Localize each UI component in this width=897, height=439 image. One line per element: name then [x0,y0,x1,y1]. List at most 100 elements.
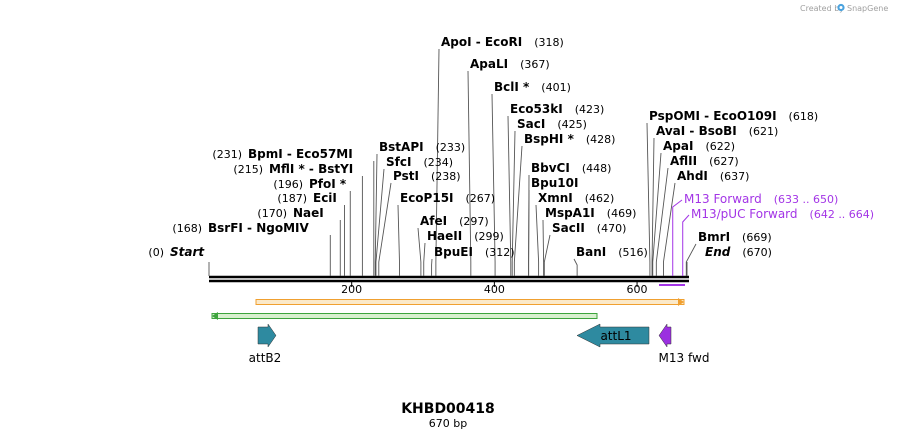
axis-tick-label: 600 [627,283,648,296]
map-title: KHBD00418 [401,401,495,417]
enzyme-name: NaeI [293,206,324,220]
site-label: BsrFI - NgoMIV(168) [172,221,309,235]
primer-position: (633 .. 650) [774,193,839,206]
site-label: BbvCI(448) [531,161,611,175]
site-position: (622) [705,140,735,153]
enzyme-name: EcoP15I [400,191,454,205]
site-position: (428) [586,133,616,146]
site-leader [655,167,669,276]
site-leaders [208,48,697,276]
site-position: (425) [557,118,587,131]
site-leader [543,234,551,276]
enzyme-name: HaeII [427,229,462,243]
primer-name: M13 Forward [684,192,762,206]
feature-label: M13 fwd [659,351,710,365]
axis-tick-label: 200 [341,283,362,296]
enzyme-name: BmrI [698,230,730,244]
enzyme-name: BpmI - Eco57MI [248,147,353,161]
site-leader [378,182,392,276]
site-label: PfoI *(196) [273,177,346,191]
site-label: BpmI - Eco57MI(231) [212,147,352,161]
site-labels: Start (0) BsrFI - NgoMIV(168)NaeI (170) EciI… [148,35,818,259]
site-label: PspOMI - EcoO109I(618) [649,109,818,123]
site-leader [535,204,540,276]
site-label: AvaI - BsoBI(621) [656,124,778,138]
enzyme-name: AfeI [420,214,447,228]
site-label: EciI (187) [277,191,336,205]
feature-arrow[interactable] [658,323,672,348]
site-leader [573,258,578,276]
site-label: PstI(238) [393,169,461,183]
site-leader [467,70,472,276]
enzyme-name: EciI [313,191,337,205]
enzyme-name: ApaLI [470,57,508,71]
enzyme-name: PfoI * [309,177,347,191]
site-leader [397,204,400,276]
site-position: (669) [742,231,772,244]
primer-labels: M13 Forward (633 .. 650)M13/pUC Forward (6… [659,192,874,286]
site-label: MflI * - BstYI(215) [233,162,353,176]
feature-attb2[interactable]: attB2 [249,323,282,365]
site-position: (462) [585,192,615,205]
site-label: BstAPI(233) [379,140,465,154]
axis-ticks: 200 400 600 [341,282,648,296]
site-position: (0) [148,246,164,259]
site-leader [652,152,662,276]
site-position: (267) [466,192,496,205]
site-label: ApoI - EcoRI(318) [441,35,564,49]
site-label: Start (0) [148,245,205,259]
site-label: AhdI(637) [677,169,749,183]
feature-attl1[interactable]: attL1 [576,323,650,348]
enzyme-name: SacI [517,117,545,131]
site-position: (621) [749,125,779,138]
site-label: AflII(627) [670,154,739,168]
site-position: (297) [459,215,489,228]
primer-leader [672,199,683,276]
orf-arrow [211,312,598,320]
feature-arrow[interactable] [257,323,277,348]
site-position: (187) [277,192,307,205]
site-label: XmnI(462) [538,191,614,205]
enzyme-name: Start [170,245,205,259]
feature-arrow[interactable] [576,323,650,348]
enzyme-name: BclI * [494,80,530,94]
snapgene-logo-icon [837,3,845,12]
site-label: Bpu10I [531,176,578,190]
site-position: (627) [709,155,739,168]
site-position: (318) [534,36,564,49]
feature-m13-fwd[interactable]: M13 fwd [658,323,710,365]
enzyme-name: AhdI [677,169,708,183]
enzyme-name: End [705,245,731,259]
primer-name: M13/pUC Forward [691,207,798,221]
feature-label: attB2 [249,351,282,365]
credit-text: Created by [800,4,844,13]
site-position: (312) [485,246,515,259]
site-leader [435,48,440,276]
site-position: (170) [257,207,287,220]
axis-tick-label: 400 [484,283,505,296]
site-leader [423,242,426,276]
backbone [209,275,689,283]
site-position: (469) [607,207,637,220]
site-label: BspHI *(428) [524,132,615,146]
site-leader [646,122,651,276]
primer-leader [682,214,690,276]
primer-label: M13/pUC Forward (642 .. 664) [691,207,874,221]
orf-arrow [255,298,685,306]
orf-arrows [211,298,685,320]
site-leader [685,243,697,276]
site-position: (423) [575,103,605,116]
site-leader [374,153,378,276]
enzyme-name: Bpu10I [531,176,578,190]
enzyme-name: BpuEI [434,245,473,259]
site-position: (299) [474,230,504,243]
site-position: (448) [582,162,612,175]
enzyme-name: MspA1I [545,206,595,220]
site-leader [507,115,512,276]
site-position: (238) [431,170,461,183]
enzyme-name: SacII [552,221,585,235]
primer-position: (642 .. 664) [810,208,875,221]
site-leader [491,93,496,276]
site-label: EcoP15I (267) [400,191,495,205]
site-leader [417,227,422,276]
